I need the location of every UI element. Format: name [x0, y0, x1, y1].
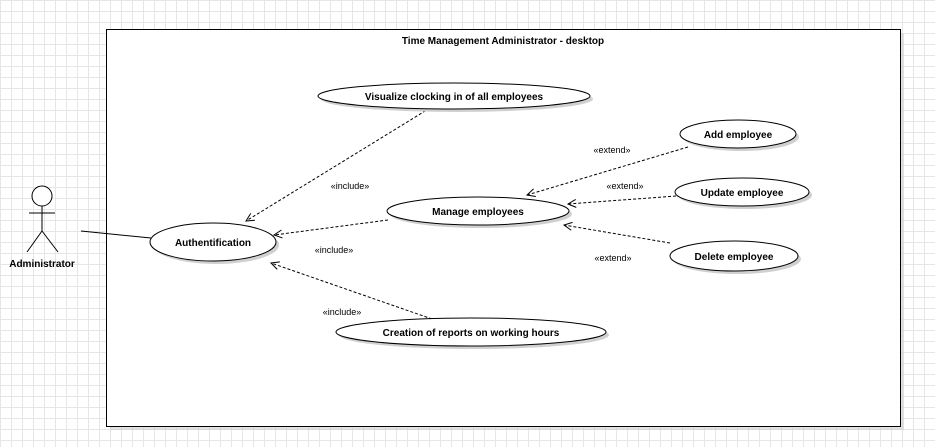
use-case-ellipse — [679, 119, 797, 149]
actor-right-leg — [41, 230, 59, 253]
use-case-update-employee[interactable]: Update employee — [674, 177, 812, 209]
use-case-label: Add employee — [704, 130, 773, 141]
use-case-label: Visualize clocking in of all employees — [365, 92, 544, 103]
use-case-label: Authentification — [175, 238, 251, 249]
use-case-authentification[interactable]: Authentification — [149, 222, 279, 264]
use-case-manage-employees[interactable]: Manage employees — [386, 196, 572, 228]
actor-head — [31, 185, 53, 207]
use-case-label: Update employee — [701, 188, 784, 199]
use-case-label: Manage employees — [432, 207, 524, 218]
use-case-reports[interactable]: Creation of reports on working hours — [335, 317, 609, 349]
use-case-add-employee[interactable]: Add employee — [679, 119, 799, 151]
actor-administrator[interactable]: Administrator — [9, 185, 75, 270]
extend-label-delete: «extend» — [594, 253, 631, 263]
include-label-reports: «include» — [323, 307, 362, 317]
use-case-ellipse — [669, 240, 799, 272]
use-case-delete-employee[interactable]: Delete employee — [669, 240, 801, 274]
include-arrow-manage — [274, 219, 389, 235]
actor-left-leg — [26, 230, 43, 253]
extend-label-update: «extend» — [606, 181, 643, 191]
include-arrow-reports — [271, 263, 433, 320]
include-label-visualize: «include» — [331, 181, 370, 191]
use-case-label: Delete employee — [695, 252, 774, 263]
include-label-manage: «include» — [315, 245, 354, 255]
association-line — [80, 230, 152, 239]
use-case-ellipse — [335, 317, 607, 347]
include-arrow-visualize — [246, 107, 431, 221]
use-case-visualize[interactable]: Visualize clocking in of all employees — [317, 82, 593, 112]
use-case-ellipse — [674, 177, 810, 207]
extend-arrow-add — [527, 146, 689, 195]
actor-name: Administrator — [9, 259, 75, 270]
use-case-ellipse — [149, 222, 277, 262]
extend-label-add: «extend» — [593, 145, 630, 155]
extend-arrow-delete — [564, 225, 671, 244]
extend-arrow-update — [568, 195, 677, 204]
use-case-ellipse — [317, 82, 591, 110]
use-case-label: Creation of reports on working hours — [383, 328, 560, 339]
use-case-ellipse — [386, 196, 570, 226]
system-title: Time Management Administrator - desktop — [402, 36, 604, 47]
